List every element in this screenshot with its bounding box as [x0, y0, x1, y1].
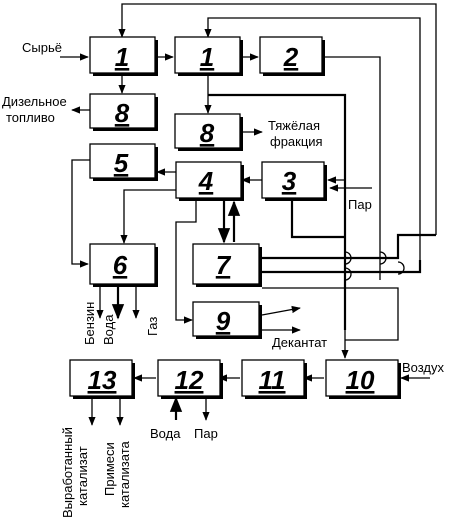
unit-9: 9 — [192, 301, 262, 339]
unit-13: 13 — [69, 359, 135, 399]
unit-8b: 8 — [174, 113, 243, 151]
unit-4-number: 4 — [198, 166, 214, 196]
unit-2: 2 — [259, 36, 325, 76]
label-diesel-line1: Дизельное — [2, 94, 67, 109]
unit-8b-number: 8 — [200, 118, 215, 148]
label-steam-in: Пар — [348, 197, 372, 212]
unit-10-number: 10 — [346, 365, 375, 395]
unit-7-number: 7 — [216, 250, 232, 280]
label-petrol: Бензин — [82, 302, 97, 345]
label-diesel-line2: топливо — [6, 110, 55, 125]
label-spent-line1: Выработанный — [60, 427, 75, 518]
unit-5: 5 — [89, 143, 158, 181]
label-feed: Сырьё — [22, 40, 62, 55]
unit-8a-number: 8 — [115, 98, 130, 128]
label-gas: Газ — [145, 317, 160, 336]
label-impurities-line1: Примеси — [102, 442, 117, 496]
unit-3-number: 3 — [282, 166, 297, 196]
unit-13-number: 13 — [88, 365, 117, 395]
unit-5-number: 5 — [114, 148, 129, 178]
label-steam-out: Пар — [194, 426, 218, 441]
unit-12-number: 12 — [175, 365, 204, 395]
unit-6: 6 — [89, 243, 158, 287]
label-impurities-line2: катализата — [117, 440, 132, 508]
unit-3: 3 — [261, 161, 327, 201]
unit-11-number: 11 — [259, 365, 286, 395]
label-water-in: Вода — [150, 426, 181, 441]
unit-6-number: 6 — [113, 250, 128, 280]
unit-10: 10 — [325, 359, 401, 399]
unit-4: 4 — [175, 161, 244, 201]
label-decant: Декантат — [272, 335, 327, 350]
unit-2-number: 2 — [283, 42, 299, 72]
label-water-out: Вода — [101, 314, 116, 345]
unit-1a: 1 — [89, 36, 158, 76]
unit-11: 11 — [241, 359, 307, 399]
label-spent-line2: катализат — [75, 446, 90, 506]
label-heavy-line2: фракция — [270, 134, 323, 149]
unit-9-number: 9 — [216, 306, 231, 336]
unit-1b-number: 1 — [200, 42, 214, 72]
label-air: Воздух — [402, 360, 445, 375]
flow-lines — [60, 3, 437, 426]
unit-7: 7 — [192, 243, 262, 287]
unit-1b: 1 — [174, 36, 243, 76]
unit-1a-number: 1 — [115, 42, 129, 72]
unit-8a: 8 — [89, 93, 158, 131]
label-heavy-line1: Тяжёлая — [268, 118, 320, 133]
stream-labels: Сырьё Дизельное топливо Тяжёлая фракция … — [2, 40, 445, 518]
unit-12: 12 — [157, 359, 223, 399]
